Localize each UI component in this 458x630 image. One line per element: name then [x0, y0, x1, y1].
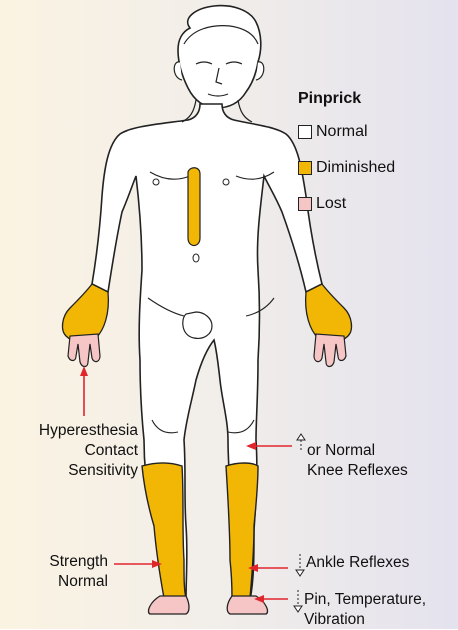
hyperesthesia-line1: Hyperesthesia [10, 421, 138, 441]
right-nipple [223, 179, 229, 185]
legend: Pinprick Normal Diminished Lost [298, 90, 395, 230]
down-arrow-icon [294, 590, 302, 612]
left-lower-leg-diminished [142, 463, 186, 598]
hyperesthesia-label: Hyperesthesia Contact Sensitivity [10, 421, 138, 481]
legend-item-diminished: Diminished [298, 158, 395, 178]
strength-line1: Strength [10, 552, 108, 572]
legend-label-normal: Normal [316, 123, 368, 141]
legend-item-normal: Normal [298, 122, 395, 142]
neck-line-right [238, 100, 252, 122]
left-hand-diminished [63, 284, 109, 342]
knee-line2: Knee Reflexes [307, 461, 408, 481]
legend-item-lost: Lost [298, 194, 395, 214]
left-fingers-lost [68, 334, 100, 367]
legend-swatch-diminished [298, 161, 312, 175]
right-hand-diminished [306, 284, 352, 342]
legend-title: Pinprick [298, 90, 395, 110]
ankle-line1: Ankle Reflexes [306, 553, 409, 573]
up-arrow-icon [297, 434, 305, 450]
legend-swatch-lost [298, 197, 312, 211]
hyperesthesia-line3: Sensitivity [10, 461, 138, 481]
strength-arrow [114, 560, 162, 568]
genitals [183, 312, 212, 338]
pin-temperature-label: Pin, Temperature, Vibration [304, 590, 426, 630]
down-arrow-icon [296, 554, 304, 576]
head [178, 6, 261, 108]
torso-and-legs [92, 104, 322, 600]
hyperesthesia-line2: Contact [10, 441, 138, 461]
left-foot-lost [148, 596, 189, 614]
knee-reflexes-label: or Normal Knee Reflexes [307, 441, 408, 481]
ankle-reflexes-label: Ankle Reflexes [306, 553, 409, 573]
legend-label-diminished: Diminished [316, 159, 395, 177]
left-nipple [153, 179, 159, 185]
legend-swatch-normal [298, 125, 312, 139]
strength-line2: Normal [10, 572, 108, 592]
right-fingers-lost [314, 334, 346, 367]
pin-line1: Pin, Temperature, [304, 590, 426, 610]
pin-line2: Vibration [304, 610, 426, 630]
knee-line1: or Normal [307, 441, 408, 461]
sternum-diminished-zone [188, 168, 200, 246]
strength-label: Strength Normal [10, 552, 108, 592]
legend-label-lost: Lost [316, 195, 346, 213]
hyperesthesia-arrow [80, 366, 88, 416]
